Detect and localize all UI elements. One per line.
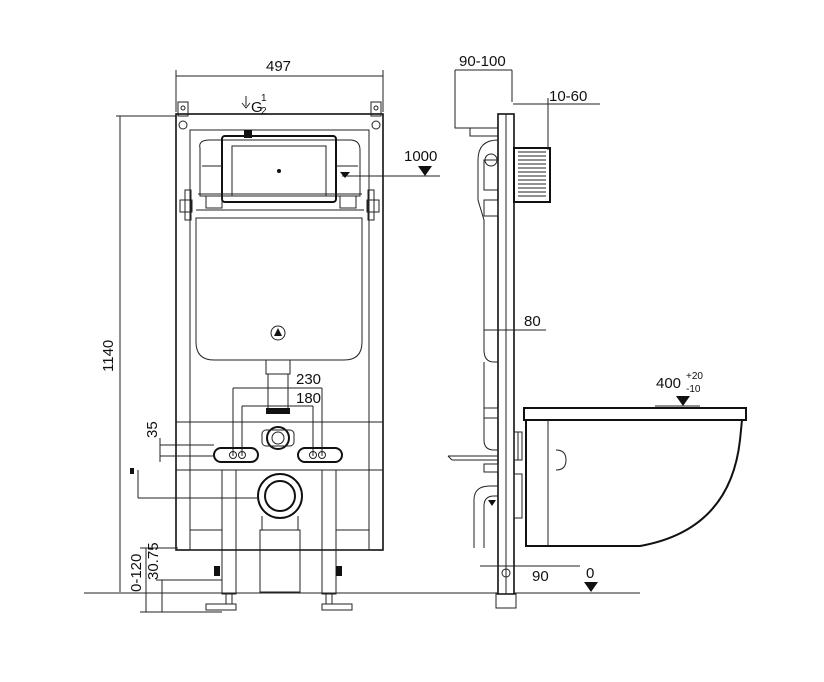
bolt-plate	[176, 421, 383, 471]
height-label: 1140	[100, 340, 117, 372]
plate-label: 10-60	[549, 88, 587, 105]
spacing-inner-label: 180	[296, 390, 321, 407]
side-foot: 90	[480, 565, 580, 609]
frame-legs	[190, 469, 369, 611]
thread-fraction-num: 1	[261, 93, 267, 104]
width-dimension: 497	[175, 58, 384, 112]
bottom-label: 90	[532, 568, 549, 585]
depth-label: 90-100	[459, 53, 506, 70]
cistern-top	[196, 130, 364, 211]
drain-pipe	[473, 485, 498, 548]
support-bracket	[447, 455, 499, 473]
floor-marker: 0	[584, 565, 598, 592]
inlet-height-marker: 1000	[340, 148, 440, 178]
wall-hung-toilet	[523, 407, 747, 547]
cistern-tank	[195, 217, 363, 414]
spacing-outer-label: 230	[296, 371, 321, 388]
front-view: 497 1140 G 1	[84, 58, 640, 613]
inlet-height-label: 1000	[404, 148, 437, 165]
bowl-height-marker: 400 +20 -10	[655, 371, 703, 407]
plate-dimension: 10-60	[513, 88, 600, 150]
thread-symbol: G 1 2	[241, 93, 267, 117]
foot-base-label: 30.75	[145, 542, 162, 580]
bowl-tol-minus: -10	[686, 384, 701, 395]
offset-label: 35	[144, 421, 161, 438]
thread-label: G	[251, 99, 263, 116]
bowl-tol-plus: +20	[686, 371, 703, 382]
thread-fraction-den: 2	[261, 106, 267, 117]
offset-dimension: 35	[144, 421, 214, 462]
bowl-height-label: 400	[656, 375, 681, 392]
depth-dimension: 90-100	[454, 53, 513, 102]
side-frame	[477, 113, 551, 595]
foot-adjust-dimensions: 0-120 30.75	[128, 542, 222, 613]
bolt-spacing-dimensions: 230 180	[232, 371, 323, 456]
mounting-bolts	[513, 431, 523, 519]
frame-depth-label: 80	[524, 313, 541, 330]
side-view: 90-100 10-60	[447, 53, 747, 609]
floor-label: 0	[586, 565, 594, 582]
width-label: 497	[266, 58, 291, 75]
foot-adjust-label: 0-120	[128, 554, 145, 592]
frame-depth-dimension: 80	[484, 313, 546, 331]
inlet-bracket	[454, 102, 498, 137]
drain-connector	[130, 468, 303, 531]
height-dimension: 1140	[100, 115, 190, 592]
